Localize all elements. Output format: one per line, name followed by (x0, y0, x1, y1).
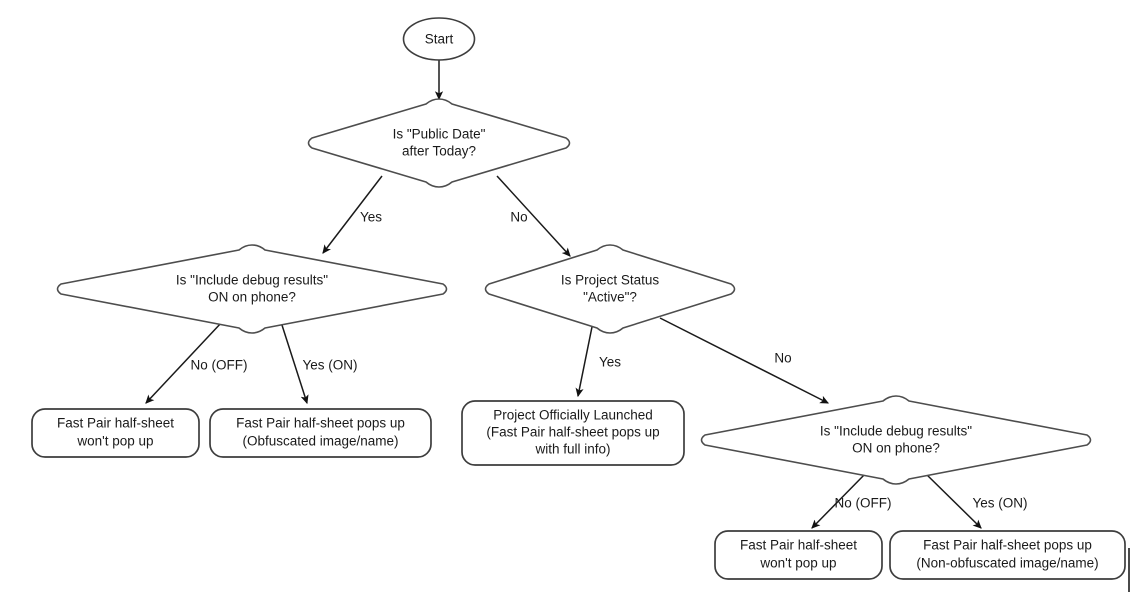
terminal-obfuscated-popup-line1: Fast Pair half-sheet pops up (236, 416, 405, 431)
node-decision-public-date[interactable]: Is "Public Date" after Today? (307, 98, 571, 188)
page-edge-artifact (1128, 548, 1130, 592)
terminal-no-popup-right-box (714, 530, 883, 580)
terminal-project-launched-line1: Project Officially Launched (493, 408, 653, 423)
terminal-no-popup-left-line2: won't pop up (76, 434, 153, 449)
start-label: Start (425, 32, 454, 47)
decision-debug-right-diamond (700, 395, 1092, 485)
node-terminal-no-popup-right[interactable]: Fast Pair half-sheet won't pop up (714, 530, 883, 580)
edge-label-debug-right-no: No (OFF) (835, 496, 892, 511)
decision-project-status-diamond (484, 244, 736, 334)
terminal-nonobfuscated-popup-box (889, 530, 1126, 580)
edge-debug-right-yes (924, 472, 982, 529)
edges-layer: Yes No No (OFF) Yes (ON) Yes No No (OFF)… (145, 60, 1028, 529)
decision-project-status-line2: "Active"? (583, 290, 637, 305)
start-ellipse (402, 17, 476, 61)
node-terminal-obfuscated-popup[interactable]: Fast Pair half-sheet pops up (Obfuscated… (209, 408, 432, 458)
node-terminal-project-launched[interactable]: Project Officially Launched (Fast Pair h… (461, 400, 685, 466)
node-decision-debug-results-left[interactable]: Is "Include debug results" ON on phone? (56, 244, 448, 334)
terminal-project-launched-line3: with full info) (534, 442, 610, 457)
edge-public-date-yes (322, 175, 383, 254)
edge-label-debug-left-no: No (OFF) (191, 358, 248, 373)
node-terminal-no-popup-left[interactable]: Fast Pair half-sheet won't pop up (31, 408, 200, 458)
terminal-nonobfuscated-popup-line1: Fast Pair half-sheet pops up (923, 538, 1092, 553)
decision-debug-left-diamond (56, 244, 448, 334)
terminal-no-popup-left-box (31, 408, 200, 458)
terminal-project-launched-line2: (Fast Pair half-sheet pops up (486, 425, 659, 440)
edge-debug-left-no (145, 321, 223, 404)
decision-public-date-line2: after Today? (402, 144, 476, 159)
edge-debug-left-yes (280, 321, 309, 405)
decision-debug-right-line2: ON on phone? (852, 441, 940, 456)
decision-project-status-line1: Is Project Status (561, 273, 660, 288)
node-terminal-nonobfuscated-popup[interactable]: Fast Pair half-sheet pops up (Non-obfusc… (889, 530, 1126, 580)
terminal-no-popup-right-line2: won't pop up (759, 556, 836, 571)
node-decision-debug-results-right[interactable]: Is "Include debug results" ON on phone? (700, 395, 1092, 485)
decision-public-date-line1: Is "Public Date" (393, 127, 486, 142)
edge-label-public-date-yes: Yes (360, 210, 382, 225)
node-start[interactable]: Start (402, 17, 476, 61)
terminal-no-popup-left-line1: Fast Pair half-sheet (57, 416, 174, 431)
node-decision-project-status[interactable]: Is Project Status "Active"? (484, 244, 736, 334)
edge-public-date-no (496, 175, 571, 257)
edge-label-debug-left-yes: Yes (ON) (302, 358, 357, 373)
edge-label-public-date-no: No (510, 210, 527, 225)
terminal-project-launched-box (461, 400, 685, 466)
edge-debug-right-no (811, 472, 867, 529)
decision-debug-left-line1: Is "Include debug results" (176, 273, 328, 288)
decision-debug-right-line1: Is "Include debug results" (820, 424, 972, 439)
edge-status-yes (575, 321, 594, 398)
terminal-nonobfuscated-popup-line2: (Non-obfuscated image/name) (916, 556, 1098, 571)
edge-label-status-yes: Yes (599, 355, 621, 370)
terminal-obfuscated-popup-box (209, 408, 432, 458)
terminal-obfuscated-popup-line2: (Obfuscated image/name) (242, 434, 398, 449)
edge-label-debug-right-yes: Yes (ON) (972, 496, 1027, 511)
decision-debug-left-line2: ON on phone? (208, 290, 296, 305)
terminal-no-popup-right-line1: Fast Pair half-sheet (740, 538, 857, 553)
decision-public-date-diamond (307, 98, 571, 188)
edge-label-status-no: No (774, 351, 791, 366)
edge-status-no (659, 317, 829, 404)
